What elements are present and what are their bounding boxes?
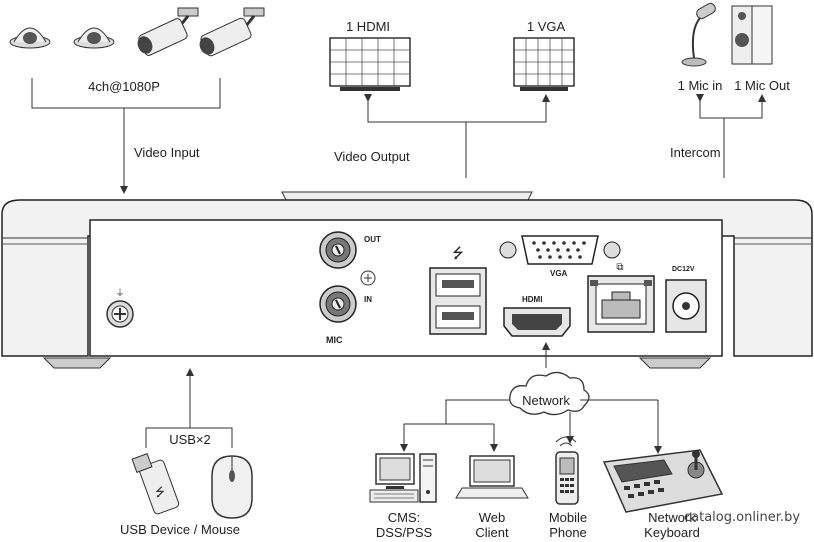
network-port-icon: ⧉	[616, 262, 623, 273]
audio-out-jack	[319, 231, 357, 269]
vga-output-label: 1 VGA	[526, 19, 566, 34]
mobile-phone-label: Mobile Phone	[548, 510, 588, 540]
dome-camera-icon	[73, 27, 115, 49]
speaker-icon	[731, 5, 773, 65]
mic-port-label: MIC	[326, 335, 343, 345]
cms-client-label: CMS: DSS/PSS	[375, 510, 433, 540]
ethernet-port: ⧉	[587, 262, 655, 333]
usb-icon: ⭍	[452, 246, 464, 262]
hdmi-port-label: HDMI	[522, 295, 543, 304]
network-label: Network	[522, 393, 570, 408]
pc-icon	[369, 453, 437, 503]
svg-text:⏚: ⏚	[115, 288, 124, 299]
nvr-rear-panel	[1, 191, 813, 369]
microphone-icon	[681, 3, 716, 67]
power-port	[665, 279, 707, 333]
svg-text:⭍: ⭍	[155, 485, 165, 499]
bullet-camera-icon	[137, 7, 199, 56]
usb-device-label: USB Device / Mouse	[120, 522, 240, 537]
video-input-label: Video Input	[134, 145, 200, 160]
network-cloud-icon	[509, 371, 590, 416]
audio-in-port-label: IN	[364, 295, 372, 304]
hdmi-output-label: 1 HDMI	[345, 19, 391, 34]
hdmi-port	[503, 307, 571, 337]
mic-out-label: 1 Mic Out	[734, 78, 790, 93]
watermark: catalog.onliner.by	[684, 510, 801, 525]
vga-port-label: VGA	[550, 269, 568, 278]
video-output-label: Video Output	[334, 149, 410, 164]
network-keyboard-icon	[602, 449, 724, 513]
mic-in-label: 1 Mic in	[677, 78, 723, 93]
vga-monitor-icon	[513, 37, 575, 91]
audio-in-jack	[319, 285, 357, 323]
ground-screw-icon: ⏚	[106, 288, 134, 328]
bullet-camera-icon	[199, 7, 265, 57]
audio-out-port-label: OUT	[364, 235, 381, 244]
web-client-label: Web Client	[475, 510, 509, 540]
laptop-icon	[455, 455, 529, 499]
power-port-label: DC12V	[672, 266, 695, 273]
ground-screw-small-icon	[360, 270, 376, 286]
mouse-icon	[211, 455, 253, 519]
usb-stick-icon: ⭍	[131, 453, 180, 515]
usb-count-label: USB×2	[169, 432, 211, 447]
usb-ports: ⭍	[429, 246, 487, 335]
camera-count-label: 4ch@1080P	[88, 79, 160, 94]
network-keyboard-label: Network Keyboard	[644, 510, 700, 540]
dome-camera-icon	[9, 27, 51, 49]
intercom-label: Intercom	[670, 145, 721, 160]
vga-port	[499, 235, 621, 265]
mobile-phone-icon	[555, 436, 579, 505]
hdmi-monitor-icon	[329, 37, 411, 91]
